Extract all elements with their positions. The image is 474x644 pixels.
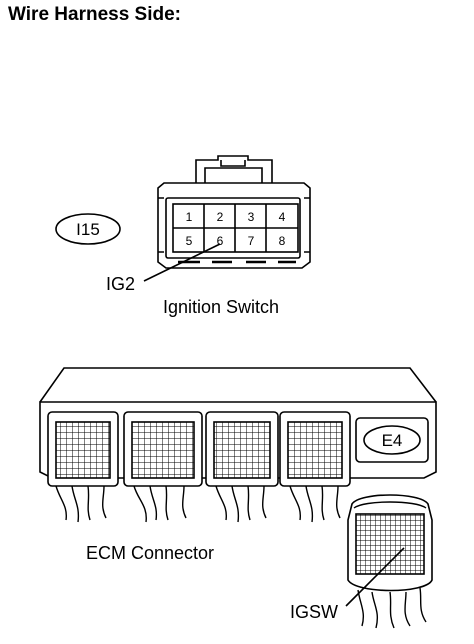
ecm-connector-block-4 (279, 411, 351, 523)
ignition-pin-8: 8 (279, 234, 286, 248)
ecm-connector-block-1 (47, 411, 119, 523)
ignition-pin-3: 3 (248, 210, 255, 224)
ignition-pin-4: 4 (279, 210, 286, 224)
igsw-pin-label: IGSW (290, 602, 338, 622)
ignition-connector-id-badge: I15 (55, 213, 121, 245)
ignition-switch-connector (157, 155, 311, 269)
ecm-connector-label: ECM Connector (86, 543, 214, 563)
ecm-connector-id: E4 (382, 431, 403, 450)
ignition-pin-5: 5 (186, 234, 193, 248)
diagram-title: Wire Harness Side: (8, 4, 182, 25)
igsw-leader-line (345, 547, 405, 607)
ecm-harness-connector (347, 494, 433, 629)
ecm-connector-id-badge: E4 (355, 417, 429, 463)
ig2-leader-line (143, 243, 221, 282)
ignition-connector-id: I15 (76, 220, 100, 239)
ignition-switch-label: Ignition Switch (163, 297, 279, 317)
ecm-connector-block-3 (205, 411, 279, 523)
ecm-housing (39, 367, 437, 479)
ig2-pin-label: IG2 (106, 274, 135, 294)
ecm-connector-block-2 (123, 411, 203, 523)
ignition-pin-7: 7 (248, 234, 255, 248)
ignition-pin-1: 1 (186, 210, 193, 224)
ignition-pin-2: 2 (217, 210, 224, 224)
ignition-pin-6: 6 (217, 234, 224, 248)
